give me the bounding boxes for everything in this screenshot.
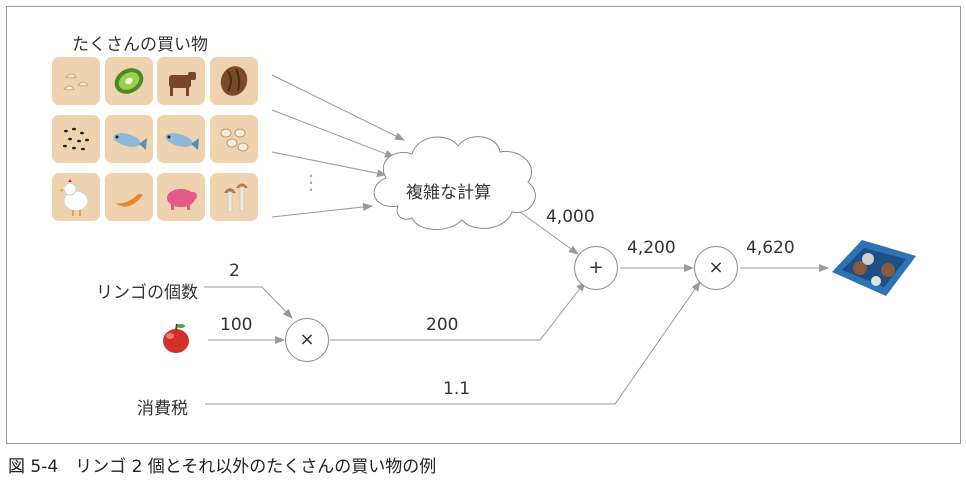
edge-item-row1 bbox=[271, 74, 405, 141]
edge-count-to-mul bbox=[204, 286, 293, 319]
other-total-value: 4,000 bbox=[546, 207, 595, 227]
edge-tax-to-mul bbox=[205, 281, 701, 405]
edge-item-more bbox=[271, 203, 373, 218]
apple-icon bbox=[163, 323, 189, 353]
edge-item-row3 bbox=[271, 151, 387, 178]
edge-mul-to-add bbox=[330, 281, 586, 341]
sum-value: 4,200 bbox=[627, 238, 676, 258]
pig-icon bbox=[157, 173, 205, 221]
figure-frame bbox=[6, 6, 961, 444]
complex-calc-label: 複雑な計算 bbox=[406, 183, 491, 203]
tax-label: 消費税 bbox=[137, 399, 188, 419]
sesame-icon bbox=[52, 115, 100, 163]
final-value: 4,620 bbox=[746, 238, 795, 258]
apple-count-value: 2 bbox=[229, 261, 240, 281]
walnut-icon bbox=[209, 57, 258, 105]
mushroom-icon bbox=[209, 173, 258, 221]
chicken-icon bbox=[52, 173, 100, 221]
edge-calc-to-add bbox=[519, 211, 579, 255]
edge-item-row2 bbox=[271, 109, 395, 158]
add-node: + bbox=[574, 246, 618, 290]
sweet-potato-icon bbox=[104, 173, 153, 221]
fish-icon bbox=[104, 115, 153, 163]
fish-icon bbox=[157, 115, 205, 163]
apple-price-value: 100 bbox=[220, 315, 253, 335]
kiwi-icon bbox=[104, 57, 153, 105]
cashew-icon bbox=[52, 57, 100, 105]
multiply-node-tax: × bbox=[694, 246, 738, 290]
more-items-ellipsis: ⋮ bbox=[301, 170, 321, 194]
apple-count-label: リンゴの個数 bbox=[96, 283, 198, 303]
money-tray-icon bbox=[832, 240, 916, 296]
apple-total-value: 200 bbox=[426, 315, 459, 335]
cow-icon bbox=[157, 57, 205, 105]
shopping-title: たくさんの買い物 bbox=[72, 35, 208, 55]
figure-caption: 図 5-4 リンゴ 2 個とそれ以外のたくさんの買い物の例 bbox=[8, 457, 437, 477]
multiply-node-apple: × bbox=[285, 318, 329, 362]
cloud-shape bbox=[373, 136, 536, 231]
tax-value: 1.1 bbox=[443, 379, 471, 399]
beans-icon bbox=[209, 115, 258, 163]
